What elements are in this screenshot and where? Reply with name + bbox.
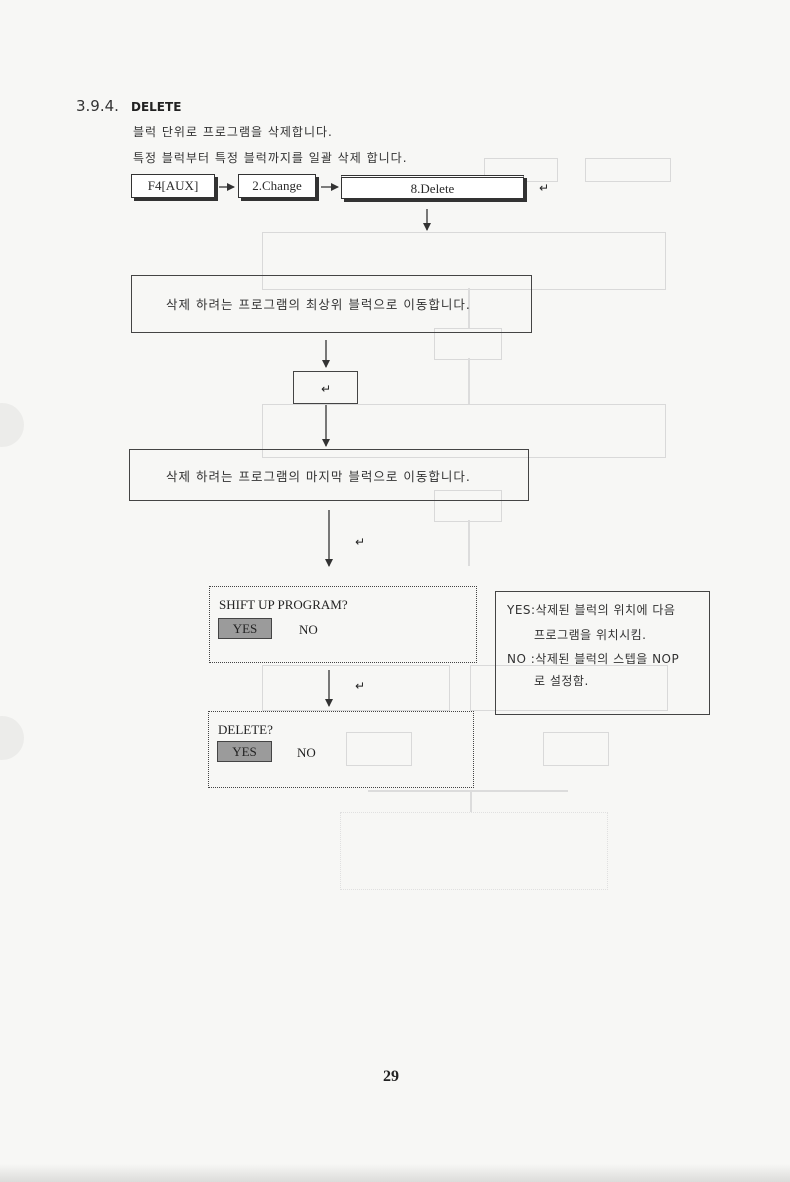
delete-no-option[interactable]: NO <box>297 745 316 760</box>
bleed-line-5 <box>470 790 472 812</box>
delete-prompt: DELETE? <box>218 722 273 737</box>
step-move-to-last-block: 삭제 하려는 프로그램의 마지막 블럭으로 이동합니다. <box>129 449 529 501</box>
bleed-box-3 <box>262 404 666 458</box>
bleed-line-2 <box>468 358 470 404</box>
bleed-box-8 <box>543 732 609 766</box>
bleed-line-1 <box>468 288 470 328</box>
bleed-box-9 <box>340 812 608 890</box>
shift-up-prompt: SHIFT UP PROGRAM? <box>219 597 348 612</box>
description-line-2: 특정 블럭부터 특정 블럭까지를 일괄 삭제 합니다. <box>133 151 408 165</box>
bleed-line-3 <box>468 520 470 566</box>
delete-key[interactable]: 8.Delete <box>341 175 524 199</box>
step-2-text: 삭제 하려는 프로그램의 마지막 블럭으로 이동합니다. <box>166 469 471 484</box>
enter-key-box-symbol: ↵ <box>321 382 333 396</box>
bleed-box-7 <box>346 732 412 766</box>
bleed-line-4 <box>368 790 568 792</box>
bleed-box-1 <box>262 232 666 290</box>
f4-aux-key[interactable]: F4[AUX] <box>131 174 215 198</box>
page-edge-shadow <box>0 1164 790 1182</box>
step-1-text: 삭제 하려는 프로그램의 최상위 블럭으로 이동합니다. <box>166 297 471 312</box>
bleed-key-1 <box>585 158 671 182</box>
note-no-line-1: NO :삭제된 블럭의 스텝을 NOP <box>507 652 680 666</box>
enter-key-box[interactable]: ↵ <box>293 371 358 404</box>
step-move-to-first-block: 삭제 하려는 프로그램의 최상위 블럭으로 이동합니다. <box>131 275 532 333</box>
note-yes-line-2: 프로그램을 위치시킴. <box>534 628 647 642</box>
enter-key-symbol: ↵ <box>539 181 550 195</box>
shift-up-dialog: SHIFT UP PROGRAM? YES NO <box>209 586 477 663</box>
note-yes-line-1: YES:삭제된 블럭의 위치에 다음 <box>507 603 676 617</box>
description-line-1: 블럭 단위로 프로그램을 삭제합니다. <box>133 125 333 139</box>
page-number: 29 <box>383 1068 399 1085</box>
section-title: DELETE <box>131 100 182 114</box>
bleed-box-6 <box>470 665 668 711</box>
delete-dialog: DELETE? YES NO <box>208 711 474 788</box>
enter-symbol-step2: ↵ <box>355 535 366 549</box>
change-key[interactable]: 2.Change <box>238 174 316 198</box>
bleed-box-5 <box>262 665 450 711</box>
yes-no-explanation-note: YES:삭제된 블럭의 위치에 다음 프로그램을 위치시킴. NO :삭제된 블… <box>495 591 710 715</box>
enter-symbol-shift: ↵ <box>355 679 366 693</box>
delete-yes-button[interactable]: YES <box>217 741 272 762</box>
shift-no-option[interactable]: NO <box>299 622 318 637</box>
shift-yes-button[interactable]: YES <box>218 618 272 639</box>
note-no-line-2: 로 설정함. <box>534 674 589 688</box>
section-number: 3.9.4. <box>76 97 119 115</box>
